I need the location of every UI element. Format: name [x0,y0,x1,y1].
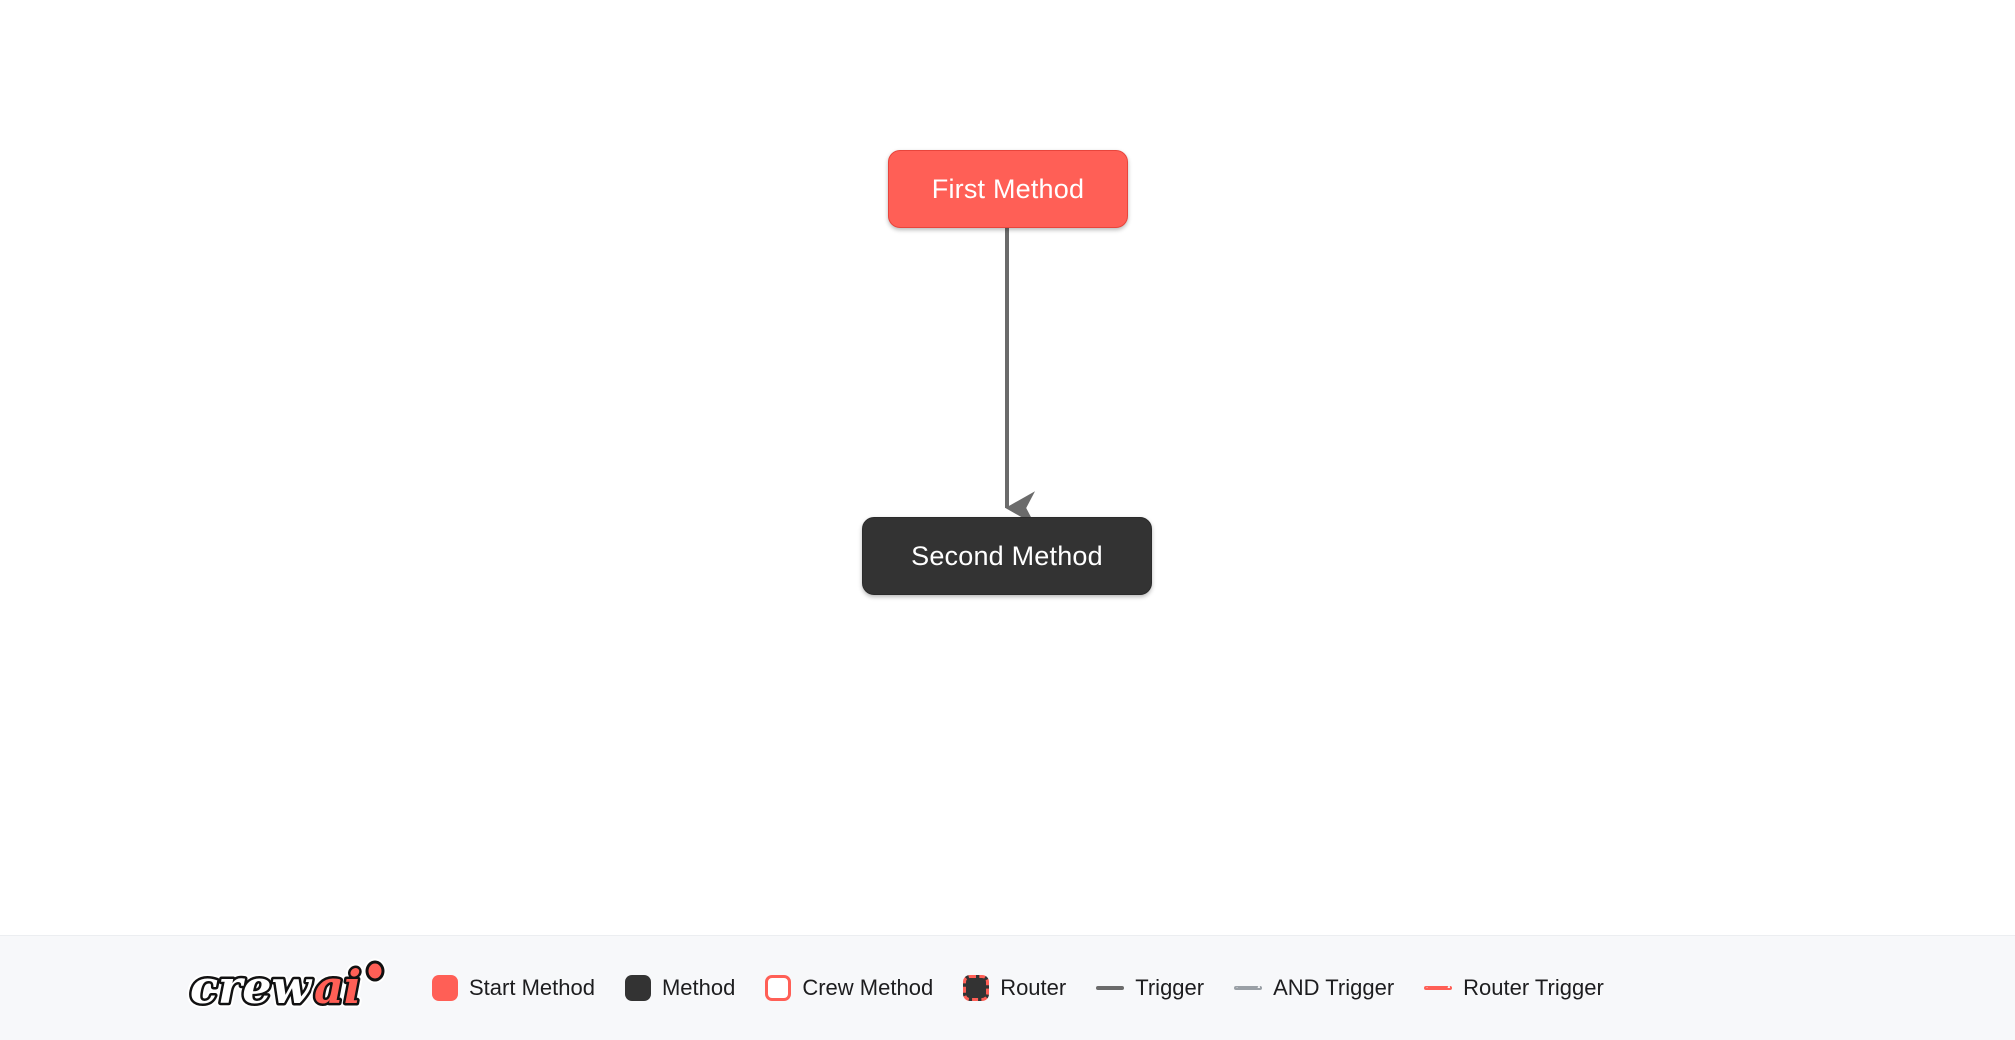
dashed-line-icon [1234,986,1263,990]
flow-node-label: Second Method [911,540,1103,571]
legend-item-start-method: Start Method [432,975,595,1001]
legend-item-label: AND Trigger [1273,975,1395,1000]
legend-item-crew-method: Crew Method [765,975,933,1001]
legend-item-router: Router [963,975,1066,1001]
outlined-rounded-square-icon [765,975,792,1001]
legend-item-label: Start Method [469,975,595,1000]
dashed-accent-line-icon [1424,986,1453,990]
flow-canvas[interactable]: First Method Second Method [0,0,2015,935]
legend-item-label: Router [1000,975,1067,1000]
svg-text:crew: crew [190,960,313,1014]
svg-text:crew: crew [190,960,313,1014]
flow-node-first-method[interactable]: First Method [888,150,1128,228]
filled-rounded-square-icon [432,975,458,1001]
svg-text:ai: ai [314,960,361,1014]
dashed-rounded-square-icon [963,975,990,1001]
svg-text:ai: ai [314,960,361,1014]
legend-items: Start Method Method Crew Method Router T… [432,975,1604,1001]
flow-node-second-method[interactable]: Second Method [862,517,1152,595]
legend-item-label: Router Trigger [1463,975,1604,1000]
legend-item-and-trigger: AND Trigger [1234,977,1394,999]
svg-text:crew: crew [190,960,313,1014]
crewai-logo: crew crew crew ai ai ai [186,957,387,1019]
flow-node-label: First Method [931,173,1085,204]
legend-item-trigger: Trigger [1096,977,1204,999]
legend-item-method: Method [624,975,736,1001]
svg-text:ai: ai [314,960,361,1014]
edge-layer [1005,228,1035,525]
filled-rounded-square-icon [624,975,651,1001]
legend-item-label: Crew Method [802,975,934,1000]
solid-line-icon [1096,986,1125,990]
legend-item-router-trigger: Router Trigger [1424,977,1604,999]
legend-item-label: Method [661,975,736,1000]
legend-item-label: Trigger [1135,975,1205,1000]
legend-bar: crew crew crew ai ai ai Start Method Met… [0,935,2015,1040]
